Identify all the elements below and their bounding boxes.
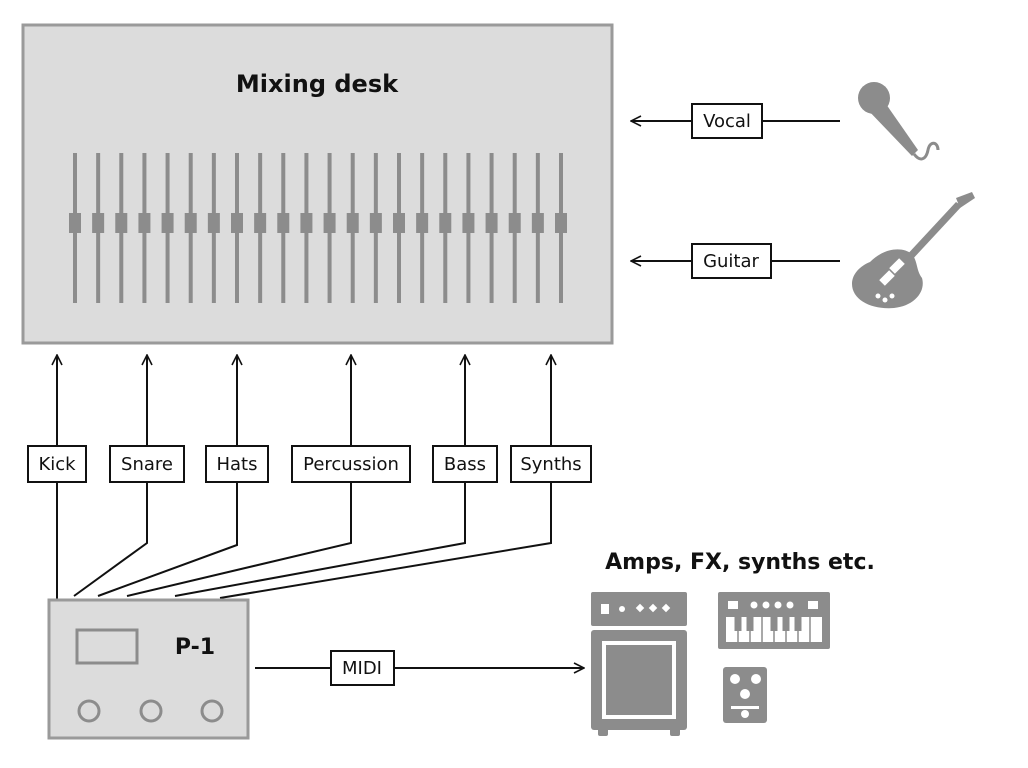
p1-knob: [139, 699, 163, 723]
midi-label-box: [330, 650, 395, 686]
channel-label-box: [109, 445, 185, 483]
channel-label: Percussion: [303, 454, 399, 475]
fader: [531, 153, 544, 303]
channel-hats: Hats: [97, 355, 269, 597]
channel-label: Snare: [121, 454, 173, 475]
channel-lines: Kick Snare Hats Percussion Bass Synths: [27, 355, 592, 600]
fader: [161, 153, 174, 303]
channel-label: Synths: [520, 454, 581, 475]
channel-label-box: [432, 445, 498, 483]
channel-label: Hats: [216, 454, 257, 475]
microphone-icon: [858, 82, 940, 161]
fader: [184, 153, 197, 303]
fader: [138, 153, 151, 303]
fader: [323, 153, 336, 303]
effects-pedal-icon: [723, 667, 767, 723]
keyboard-synth-icon: [718, 592, 830, 649]
fader-bank: [69, 153, 567, 303]
fader: [508, 153, 521, 303]
vocal-label: Vocal: [703, 111, 751, 132]
p1-name: P-1: [175, 635, 215, 660]
midi-label: MIDI: [342, 658, 382, 679]
p1-knob: [77, 699, 101, 723]
electric-guitar-icon: [852, 192, 975, 309]
channel-label-box: [510, 445, 592, 483]
fader: [207, 153, 220, 303]
channel-line: [126, 355, 351, 597]
fader: [369, 153, 382, 303]
mixing-desk: Mixing desk: [21, 23, 614, 345]
channel-synths: Synths: [219, 355, 592, 599]
channel-label-box: [291, 445, 411, 483]
channel-line: [73, 355, 147, 597]
channel-line: [174, 355, 465, 597]
vocal-input: Vocal: [631, 103, 840, 139]
fader: [69, 153, 81, 303]
fader: [462, 153, 475, 303]
channel-label-box: [27, 445, 87, 483]
fader: [485, 153, 498, 303]
channel-label-box: [205, 445, 269, 483]
fader: [92, 153, 105, 303]
guitar-label-box: [691, 243, 772, 279]
channel-label: Bass: [444, 454, 486, 475]
fader: [439, 153, 452, 303]
midi-connection: MIDI: [255, 650, 584, 686]
p1-device: P-1: [47, 598, 250, 740]
p1-knob: [200, 699, 224, 723]
fader: [115, 153, 128, 303]
vocal-label-box: [691, 103, 763, 139]
fader: [555, 153, 567, 303]
guitar-label: Guitar: [703, 251, 759, 272]
fader: [231, 153, 243, 303]
gear-title: Amps, FX, synths etc.: [605, 550, 875, 575]
fader: [346, 153, 359, 303]
fader: [393, 153, 405, 303]
fader: [254, 153, 267, 303]
channel-kick: Kick: [27, 355, 87, 600]
amplifier-icon: [591, 592, 687, 736]
mixing-desk-title: Mixing desk: [236, 70, 399, 98]
fader: [416, 153, 429, 303]
channel-line: [219, 355, 551, 599]
fader: [300, 153, 313, 303]
channel-bass: Bass: [174, 355, 498, 597]
guitar-input: Guitar: [631, 243, 840, 279]
fader: [277, 153, 290, 303]
channel-snare: Snare: [73, 355, 185, 597]
channel-percussion: Percussion: [126, 355, 411, 597]
channel-label: Kick: [38, 454, 76, 475]
channel-line: [97, 355, 237, 597]
p1-screen: [75, 628, 139, 665]
